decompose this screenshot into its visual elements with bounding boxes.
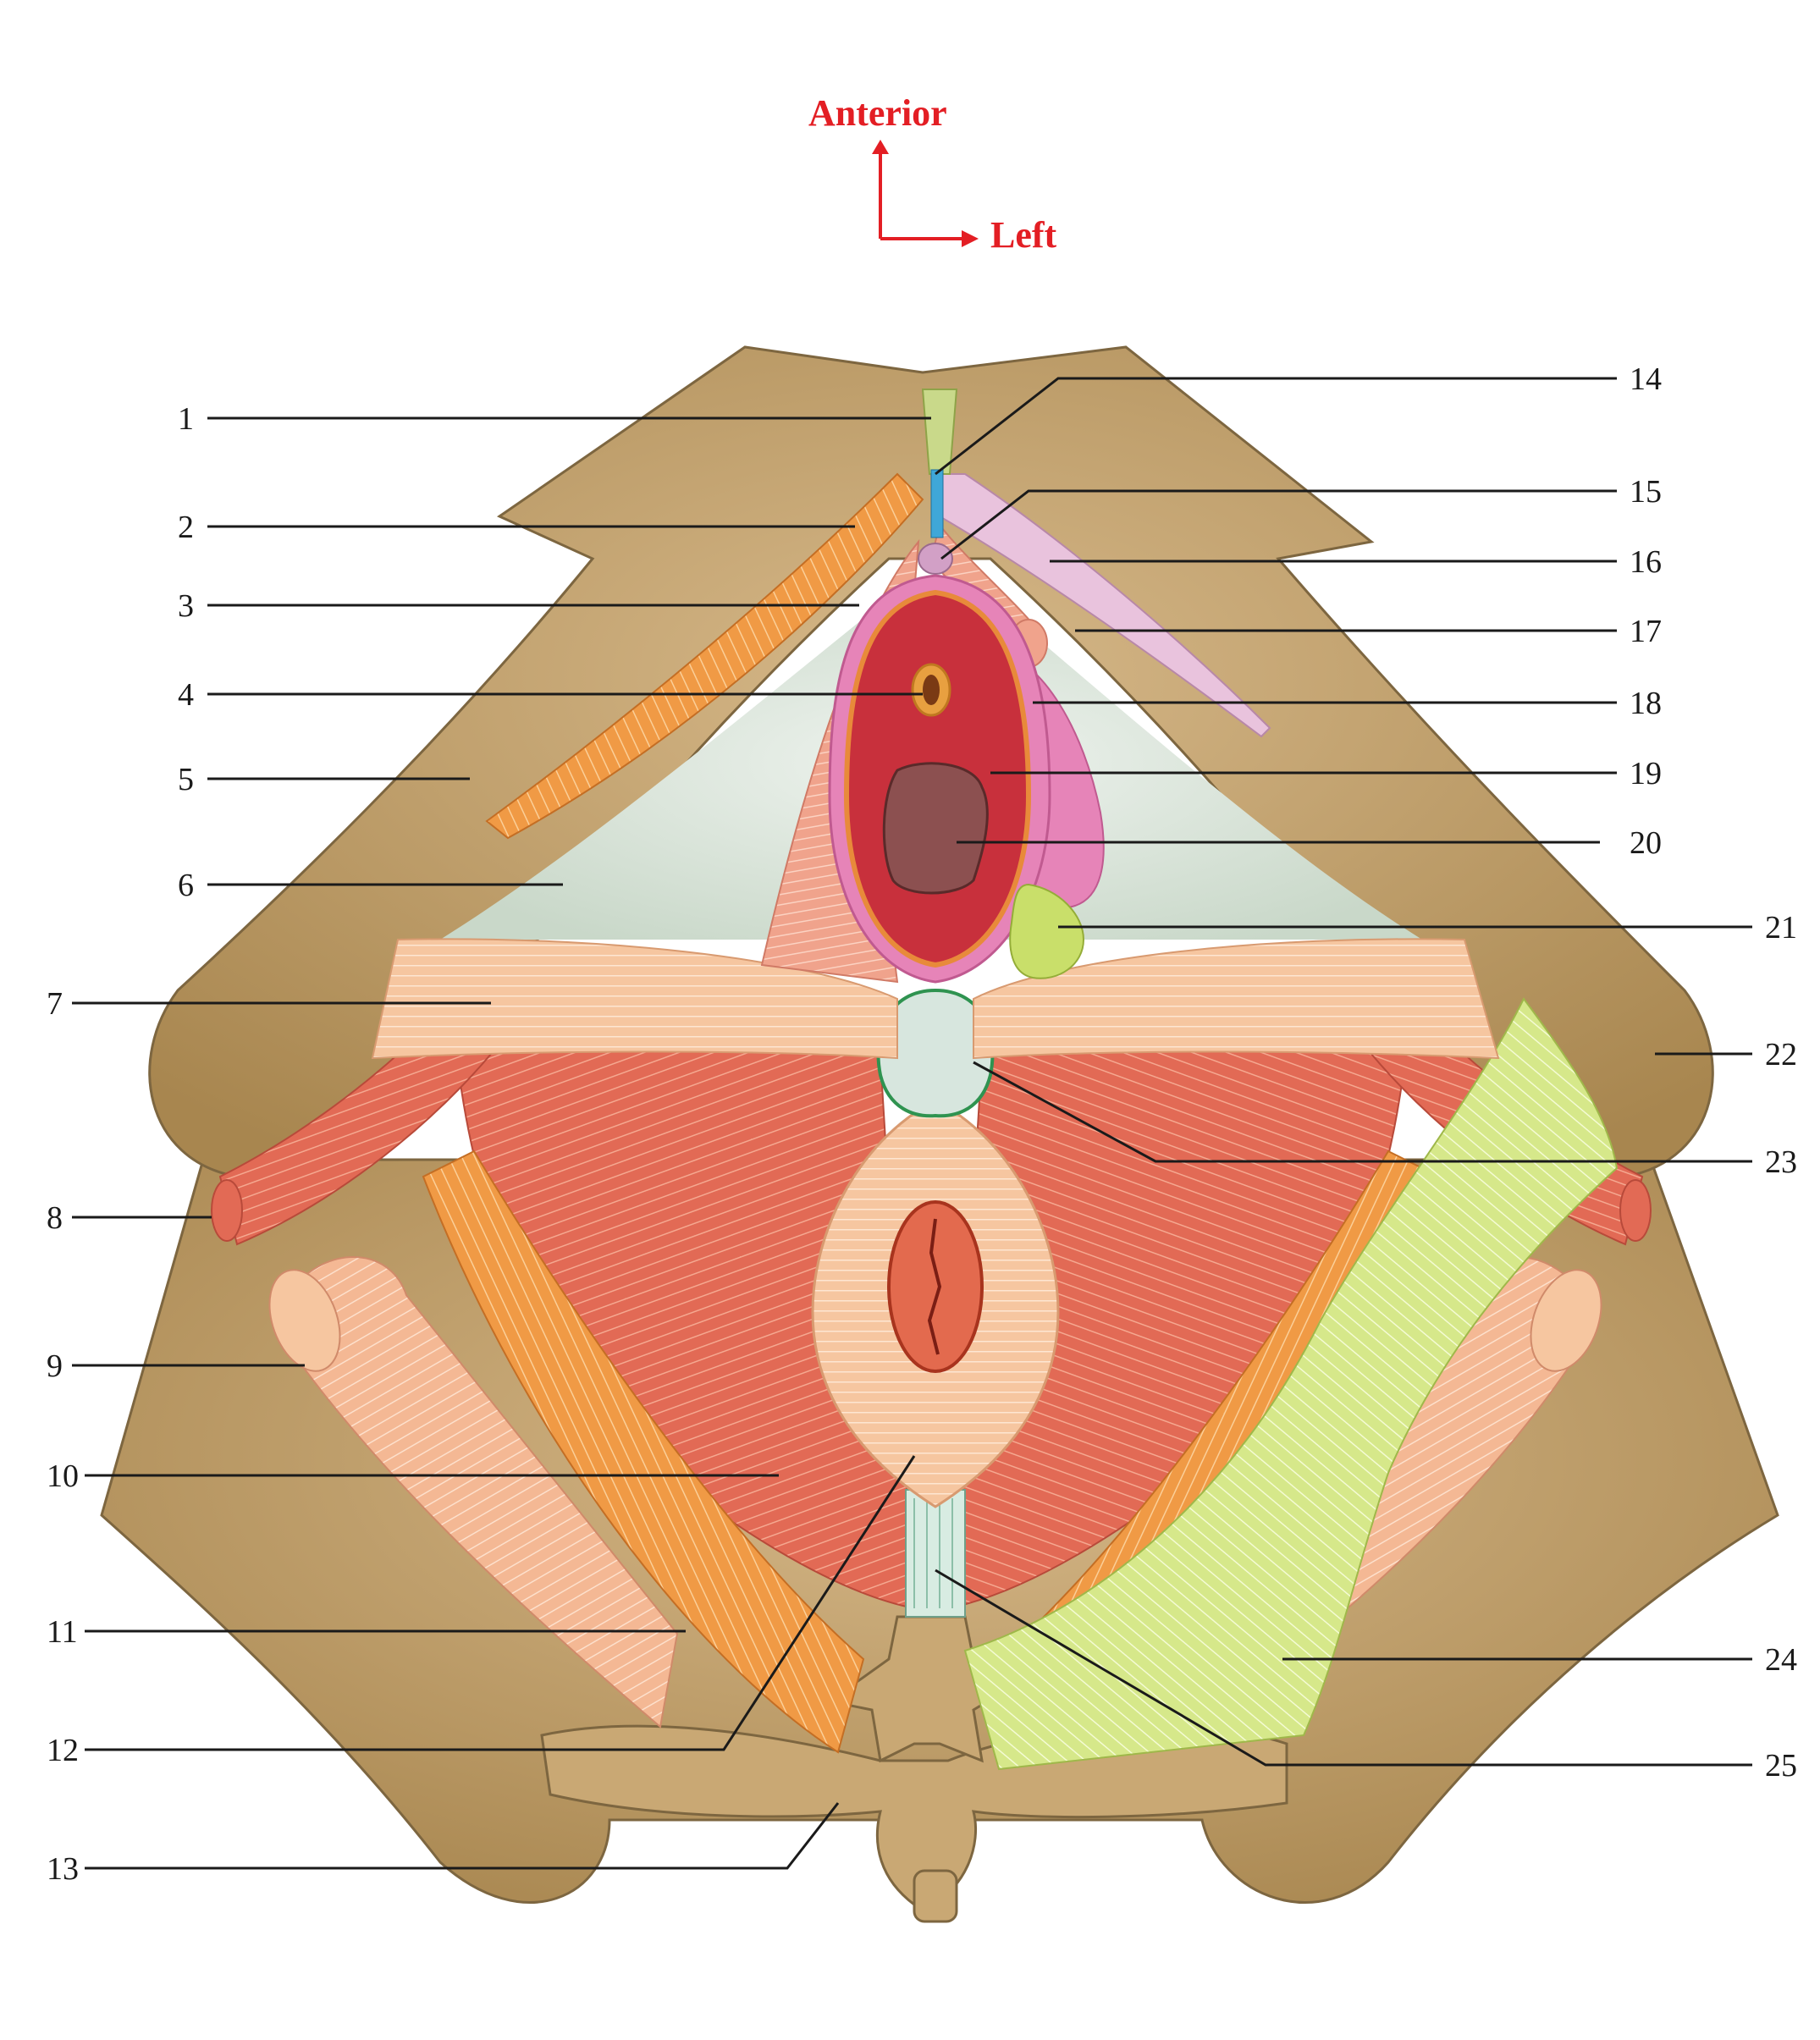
leader-lines-left: [72, 416, 931, 1870]
label-21: 21: [1765, 910, 1797, 946]
label-17: 17: [1630, 614, 1662, 649]
superficial-transverse-perineal-right: [973, 938, 1500, 1060]
crus-of-clitoris: [929, 473, 1271, 738]
label-5: 5: [178, 762, 194, 797]
leader-lines-right: [935, 377, 1752, 1767]
anococcygeal-body: [905, 1489, 966, 1618]
coccygeus-left: [422, 1150, 865, 1754]
suspensory-ligament: [921, 389, 958, 475]
label-22: 22: [1765, 1037, 1797, 1072]
glans-clitoris: [918, 543, 953, 575]
label-25: 25: [1765, 1748, 1797, 1784]
label-2: 2: [178, 510, 194, 545]
piriformis-left-cut: [268, 1269, 341, 1372]
label-15: 15: [1630, 474, 1662, 510]
label-24: 24: [1765, 1642, 1797, 1678]
urethral-opening: [923, 675, 940, 705]
anterior-label: Anterior: [808, 92, 947, 134]
number-labels-left: 1 2 3 4 5 6 7 8 9 10 11 12 13: [47, 401, 194, 1887]
sacrotuberous-ligament: [963, 997, 1619, 1771]
number-labels-right: 14 15 16 17 18 19 20 21 22 23 24 25: [1630, 361, 1797, 1784]
coccyx-tip: [913, 1869, 958, 1923]
label-8: 8: [47, 1200, 63, 1236]
left-label: Left: [990, 214, 1057, 256]
label-1: 1: [178, 401, 194, 437]
label-6: 6: [178, 868, 194, 903]
label-10: 10: [47, 1458, 79, 1494]
label-7: 7: [47, 986, 63, 1022]
dorsal-vein: [930, 469, 944, 538]
obturator-internus-left-cut: [211, 1179, 243, 1242]
greater-vestibular-gland: [1009, 883, 1085, 979]
label-14: 14: [1630, 361, 1662, 397]
label-20: 20: [1630, 825, 1662, 861]
label-18: 18: [1630, 686, 1662, 721]
label-9: 9: [47, 1348, 63, 1384]
piriformis-right-cut: [1530, 1269, 1602, 1372]
label-3: 3: [178, 588, 194, 624]
anal-canal: [887, 1200, 984, 1373]
label-16: 16: [1630, 544, 1662, 580]
arrow-right-icon: [962, 230, 979, 247]
obturator-internus-right-cut: [1619, 1179, 1652, 1242]
arrow-up-icon: [872, 140, 889, 154]
label-13: 13: [47, 1851, 79, 1887]
anal-mucosa: [927, 1218, 942, 1355]
label-4: 4: [178, 677, 194, 713]
superficial-transverse-perineal-left: [371, 938, 898, 1060]
label-23: 23: [1765, 1144, 1797, 1180]
label-11: 11: [47, 1614, 78, 1650]
orientation-indicator: Anterior Left: [808, 92, 1057, 256]
vaginal-orifice: [882, 762, 989, 895]
sacrum-bone: [540, 1723, 1288, 1906]
piriformis-left: [287, 1256, 679, 1728]
anococcygeal-fibers: [913, 1498, 953, 1608]
label-12: 12: [47, 1733, 79, 1768]
label-19: 19: [1630, 756, 1662, 791]
ischiocavernosus-muscle: [485, 472, 924, 840]
